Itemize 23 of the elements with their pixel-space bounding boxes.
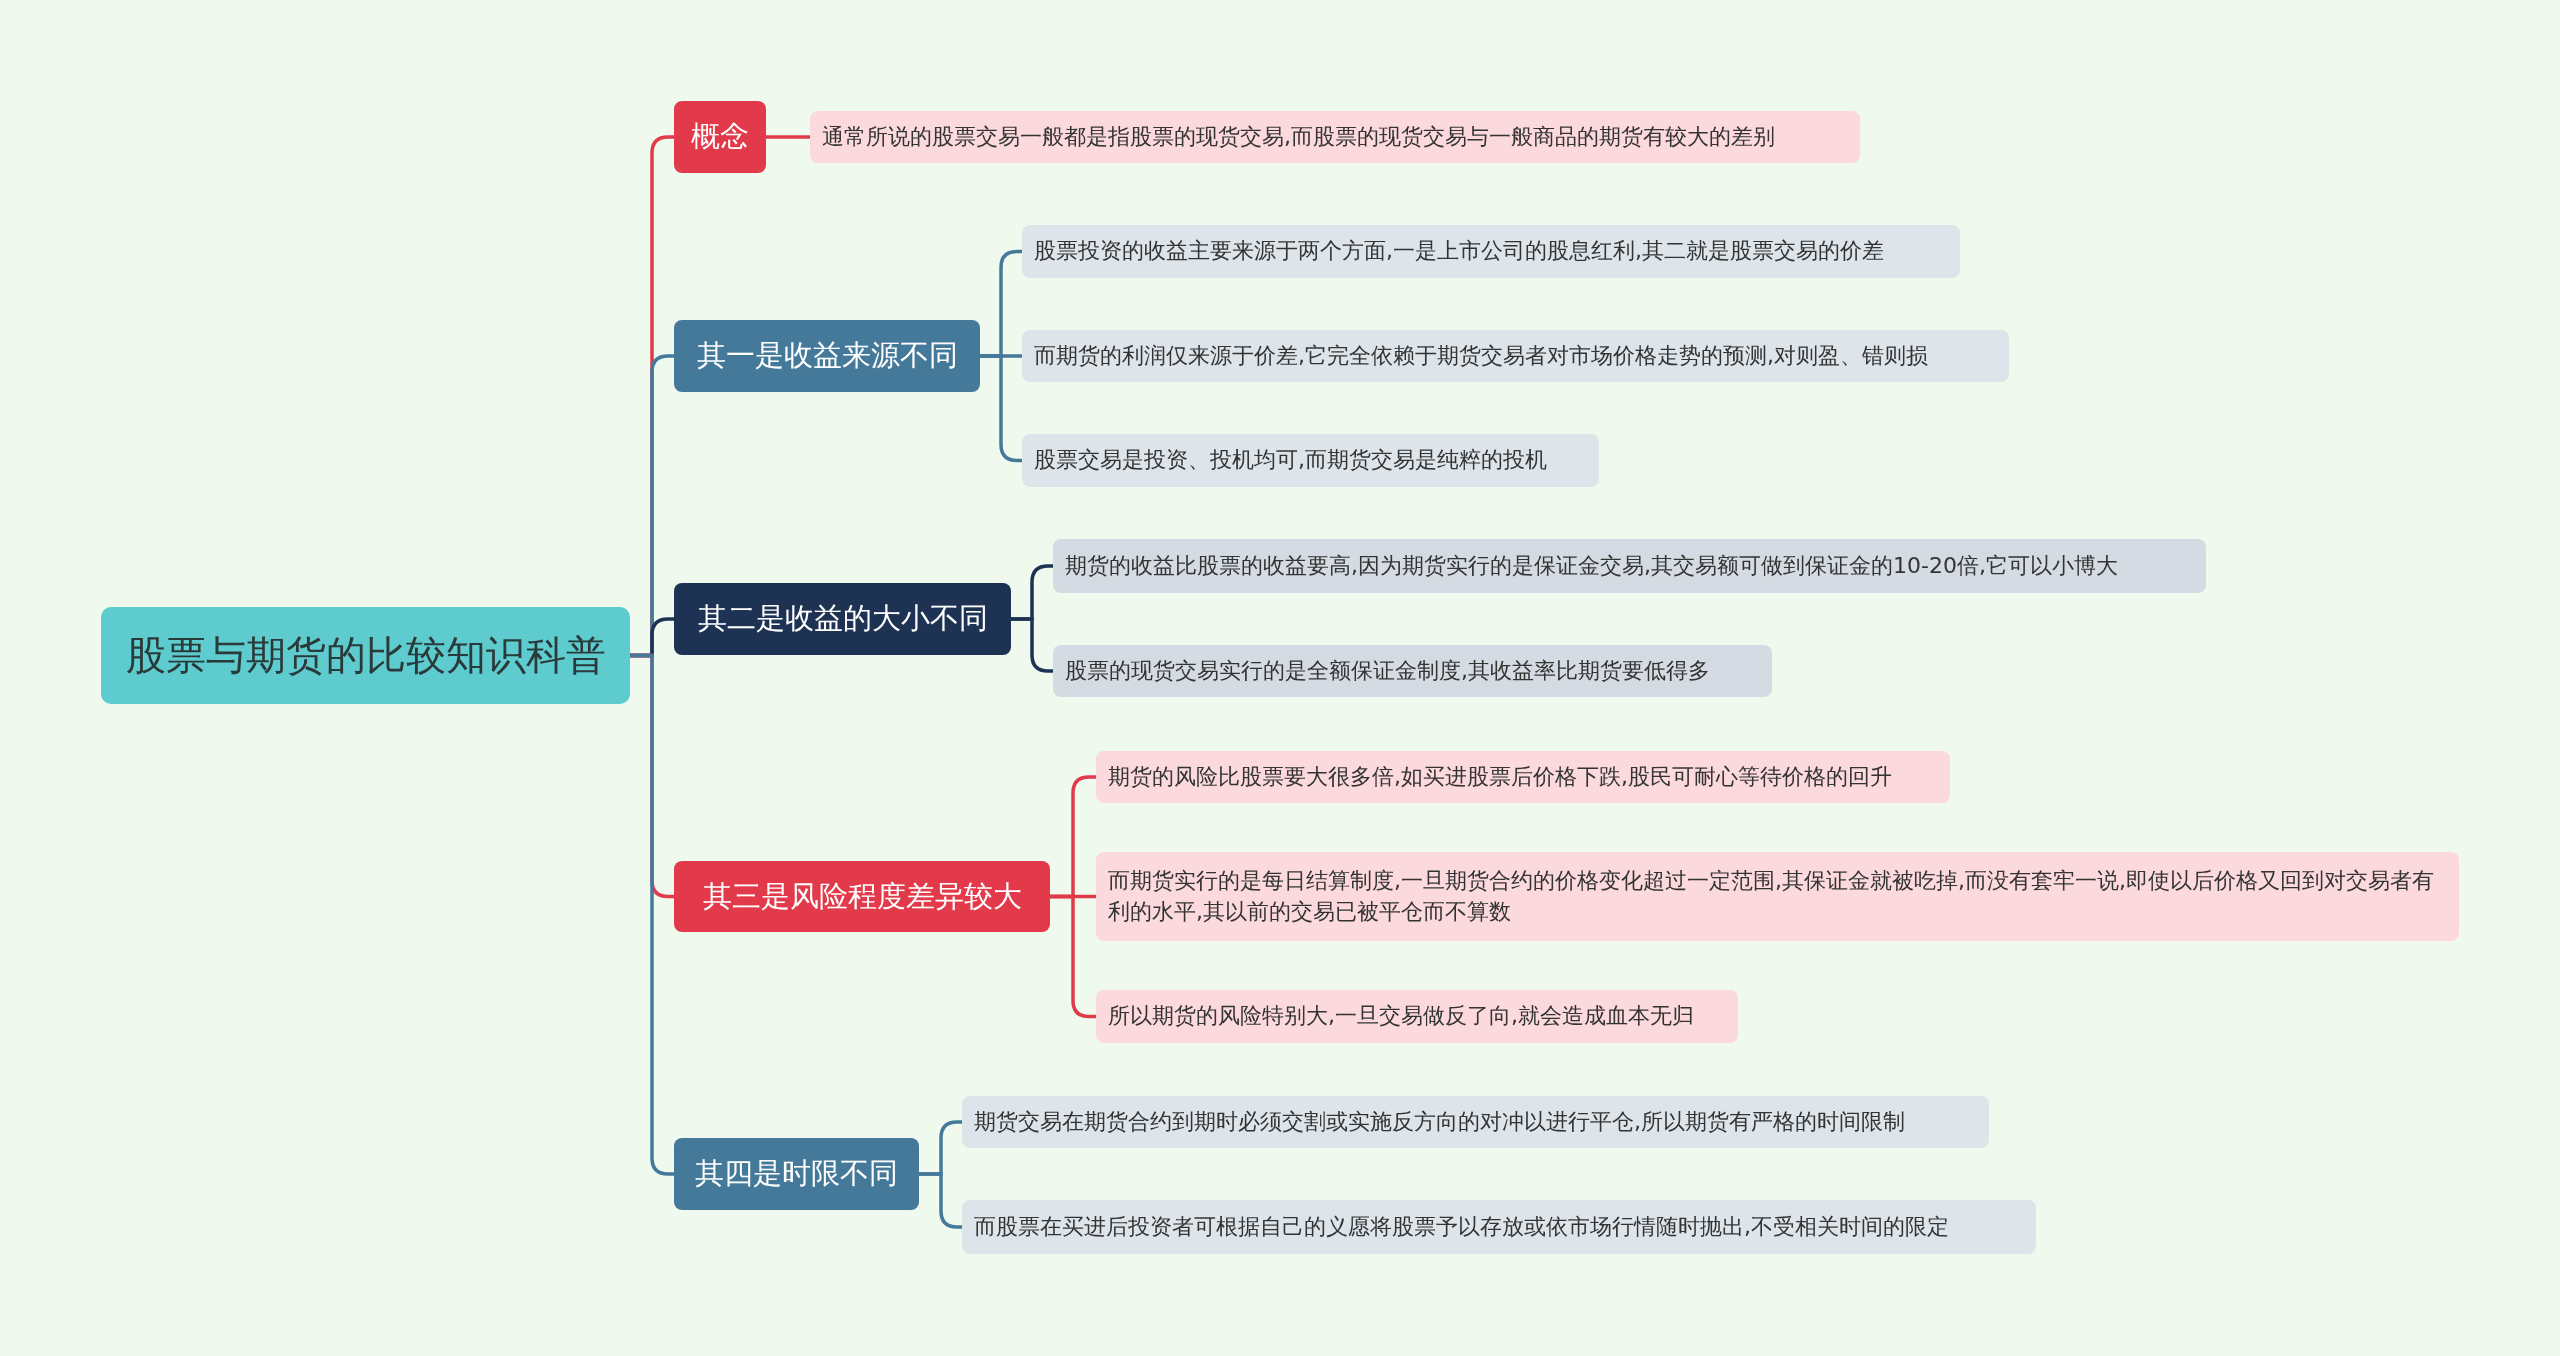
subtopic-box: 股票交易是投资、投机均可,而期货交易是纯粹的投机: [1022, 434, 1599, 487]
topic-box: 其一是收益来源不同: [674, 320, 980, 392]
subtopic-box: 期货的收益比股票的收益要高,因为期货实行的是保证金交易,其交易额可做到保证金的10-20倍,它可以小博大: [1053, 539, 2206, 593]
subtopic-box: 期货的风险比股票要大很多倍,如买进股票后价格下跌,股民可耐心等待价格的回升: [1096, 751, 1950, 803]
subtopic-box: 股票的现货交易实行的是全额保证金制度,其收益率比期货要低得多: [1053, 645, 1772, 697]
central-topic-box: 股票与期货的比较知识科普: [101, 607, 630, 704]
connector-line: [919, 1172, 962, 1229]
subtopic-box: 期货交易在期货合约到期时必须交割或实施反方向的对冲以进行平仓,所以期货有严格的时间限制: [962, 1096, 1989, 1148]
subtopic-box: 通常所说的股票交易一般都是指股票的现货交易,而股票的现货交易与一般商品的期货有较大的差别: [810, 111, 1860, 163]
connector-line: [630, 653, 674, 1176]
subtopic-box: 而期货的利润仅来源于价差,它完全依赖于期货交易者对市场价格走势的预测,对则盈、错则损: [1022, 330, 2009, 382]
subtopic-box: 股票投资的收益主要来源于两个方面,一是上市公司的股息红利,其二就是股票交易的价差: [1022, 225, 1960, 278]
subtopic-box: 而期货实行的是每日结算制度,一旦期货合约的价格变化超过一定范围,其保证金就被吃掉,而没有套牢一说,即使以后价格又回到对交易者有利的水平,其以前的交易已被平仓而不算数: [1096, 852, 2459, 941]
subtopic-box: 而股票在买进后投资者可根据自己的义愿将股票予以存放或依市场行情随时抛出,不受相关时间的限定: [962, 1200, 2036, 1254]
topic-box: 其三是风险程度差异较大: [674, 861, 1050, 932]
topic-box: 概念: [674, 101, 766, 173]
connector-line: [1050, 894, 1096, 1019]
connector-line: [1011, 617, 1053, 673]
subtopic-box: 所以期货的风险特别大,一旦交易做反了向,就会造成血本无归: [1096, 990, 1738, 1043]
connector-line: [980, 354, 1022, 463]
topic-box: 其四是时限不同: [674, 1138, 919, 1210]
connector-line: [766, 135, 810, 139]
topic-box: 其二是收益的大小不同: [674, 583, 1011, 655]
